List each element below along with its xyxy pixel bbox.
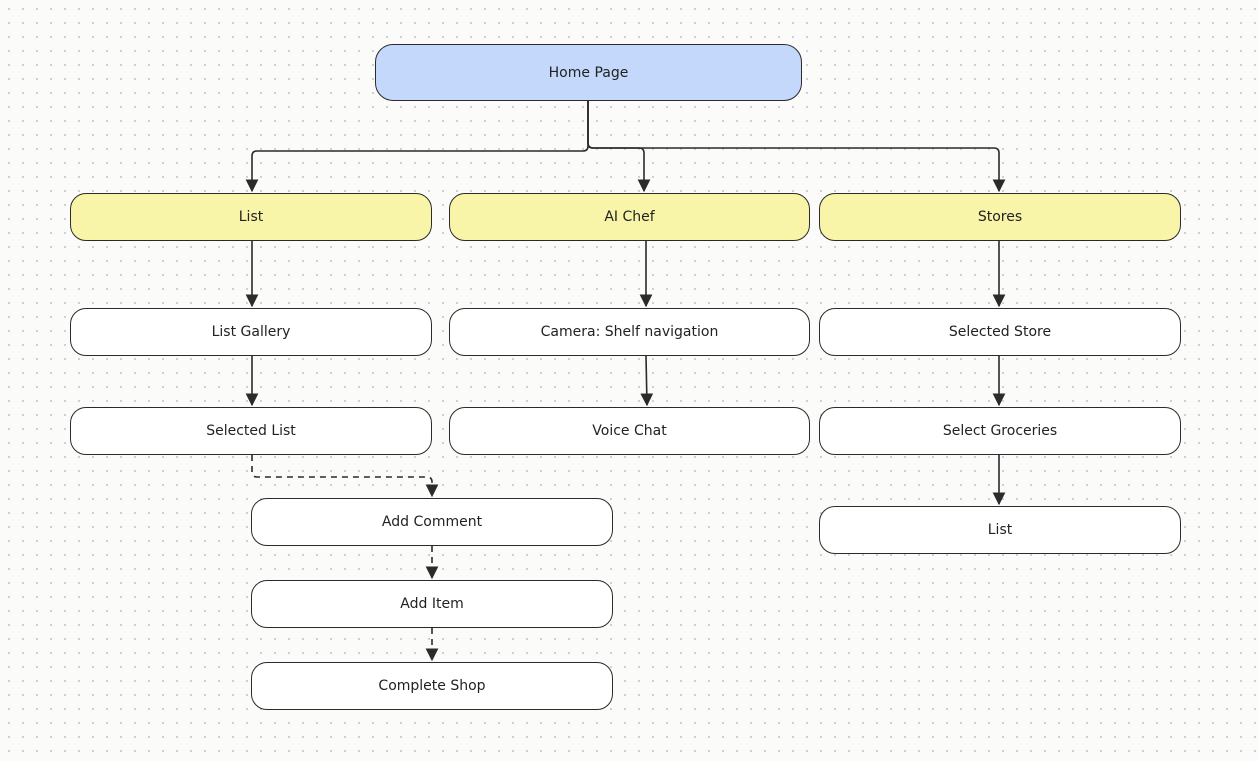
edge-home-to-ai-chef [587,101,651,193]
node-add-item[interactable]: Add Item [251,580,613,628]
node-home-page-label: Home Page [548,64,629,81]
node-stores-list-label: List [987,522,1013,538]
node-home-page[interactable]: Home Page [375,44,802,101]
node-voice-chat-label: Voice Chat [592,423,667,439]
node-list-gallery-label: List Gallery [211,324,291,340]
node-ai-chef-label: AI Chef [604,209,655,225]
node-camera-label: Camera: Shelf navigation [540,324,719,340]
edge-selected-list-to-add-comment [251,455,439,498]
node-add-comment-label: Add Comment [381,514,483,530]
node-select-groceries[interactable]: Select Groceries [819,407,1181,455]
node-voice-chat[interactable]: Voice Chat [449,407,810,455]
edge-home-to-stores [587,101,1006,193]
node-stores-label: Stores [977,209,1023,225]
node-list-gallery[interactable]: List Gallery [70,308,432,356]
node-select-groceries-label: Select Groceries [942,423,1058,439]
edge-home-to-list [245,101,589,193]
node-selected-list[interactable]: Selected List [70,407,432,455]
node-selected-list-label: Selected List [206,423,296,439]
node-add-comment[interactable]: Add Comment [251,498,613,546]
node-selected-store-label: Selected Store [948,324,1052,340]
node-selected-store[interactable]: Selected Store [819,308,1181,356]
node-camera-shelf-navigation[interactable]: Camera: Shelf navigation [449,308,810,356]
node-ai-chef[interactable]: AI Chef [449,193,810,241]
node-complete-shop[interactable]: Complete Shop [251,662,613,710]
node-stores[interactable]: Stores [819,193,1181,241]
node-stores-list[interactable]: List [819,506,1181,554]
node-list[interactable]: List [70,193,432,241]
edge-camera-to-voice-chat [640,355,654,407]
node-list-label: List [238,209,264,225]
node-complete-shop-label: Complete Shop [378,678,486,694]
node-add-item-label: Add Item [400,596,464,612]
